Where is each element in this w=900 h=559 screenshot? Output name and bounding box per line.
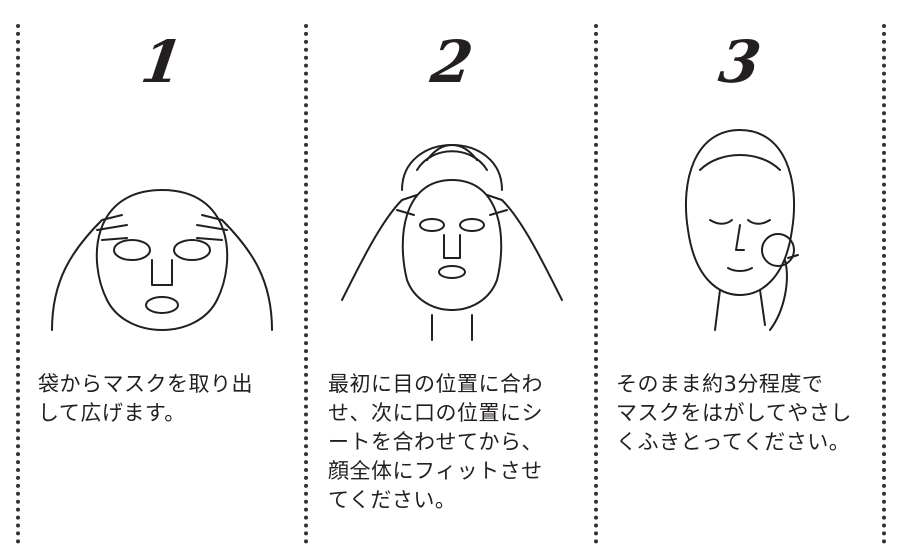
remove-mask-illustration [684,129,799,331]
instruction-line: くふきとってください。 [616,430,851,454]
step-instruction: 袋からマスクを取り出 して広げます。 [38,370,300,428]
step-1: 1 袋からマスクを取り出 して広げます。 [18,0,306,559]
apply-mask-illustration [341,144,563,341]
instruction-line: ートを合わせてから、 [328,430,543,454]
instruction-line: マスクをはがしてやさし [616,401,852,425]
instruction-line: して広げます。 [38,401,186,425]
instruction-line: そのまま約3分程度で [616,372,824,396]
step-instruction: そのまま約3分程度で マスクをはがしてやさし くふきとってください。 [616,370,878,457]
step-number: 3 [715,28,765,96]
instruction-line: 袋からマスクを取り出 [38,372,253,396]
step-2: 2 最初に目の位置に合わ せ、次に口の位置にシ ートを合わせてから、 顔全体にフ… [308,0,596,559]
instruction-line: 最初に目の位置に合わ [328,372,543,396]
unfold-mask-illustration [51,189,273,331]
step-number: 2 [427,28,477,96]
instruction-line: せ、次に口の位置にシ [328,401,543,425]
instruction-line: 顔全体にフィットさせ [328,459,543,483]
divider [882,24,886,544]
step-3: 3 そのまま約3分程度で マスクをはがしてやさし くふきとってください。 [596,0,884,559]
step-instruction: 最初に目の位置に合わ せ、次に口の位置にシ ートを合わせてから、 顔全体にフィッ… [328,370,590,515]
instruction-line: てください。 [328,488,457,512]
step-number: 1 [137,28,187,96]
divider [16,24,20,544]
divider [304,24,308,544]
divider [594,24,598,544]
